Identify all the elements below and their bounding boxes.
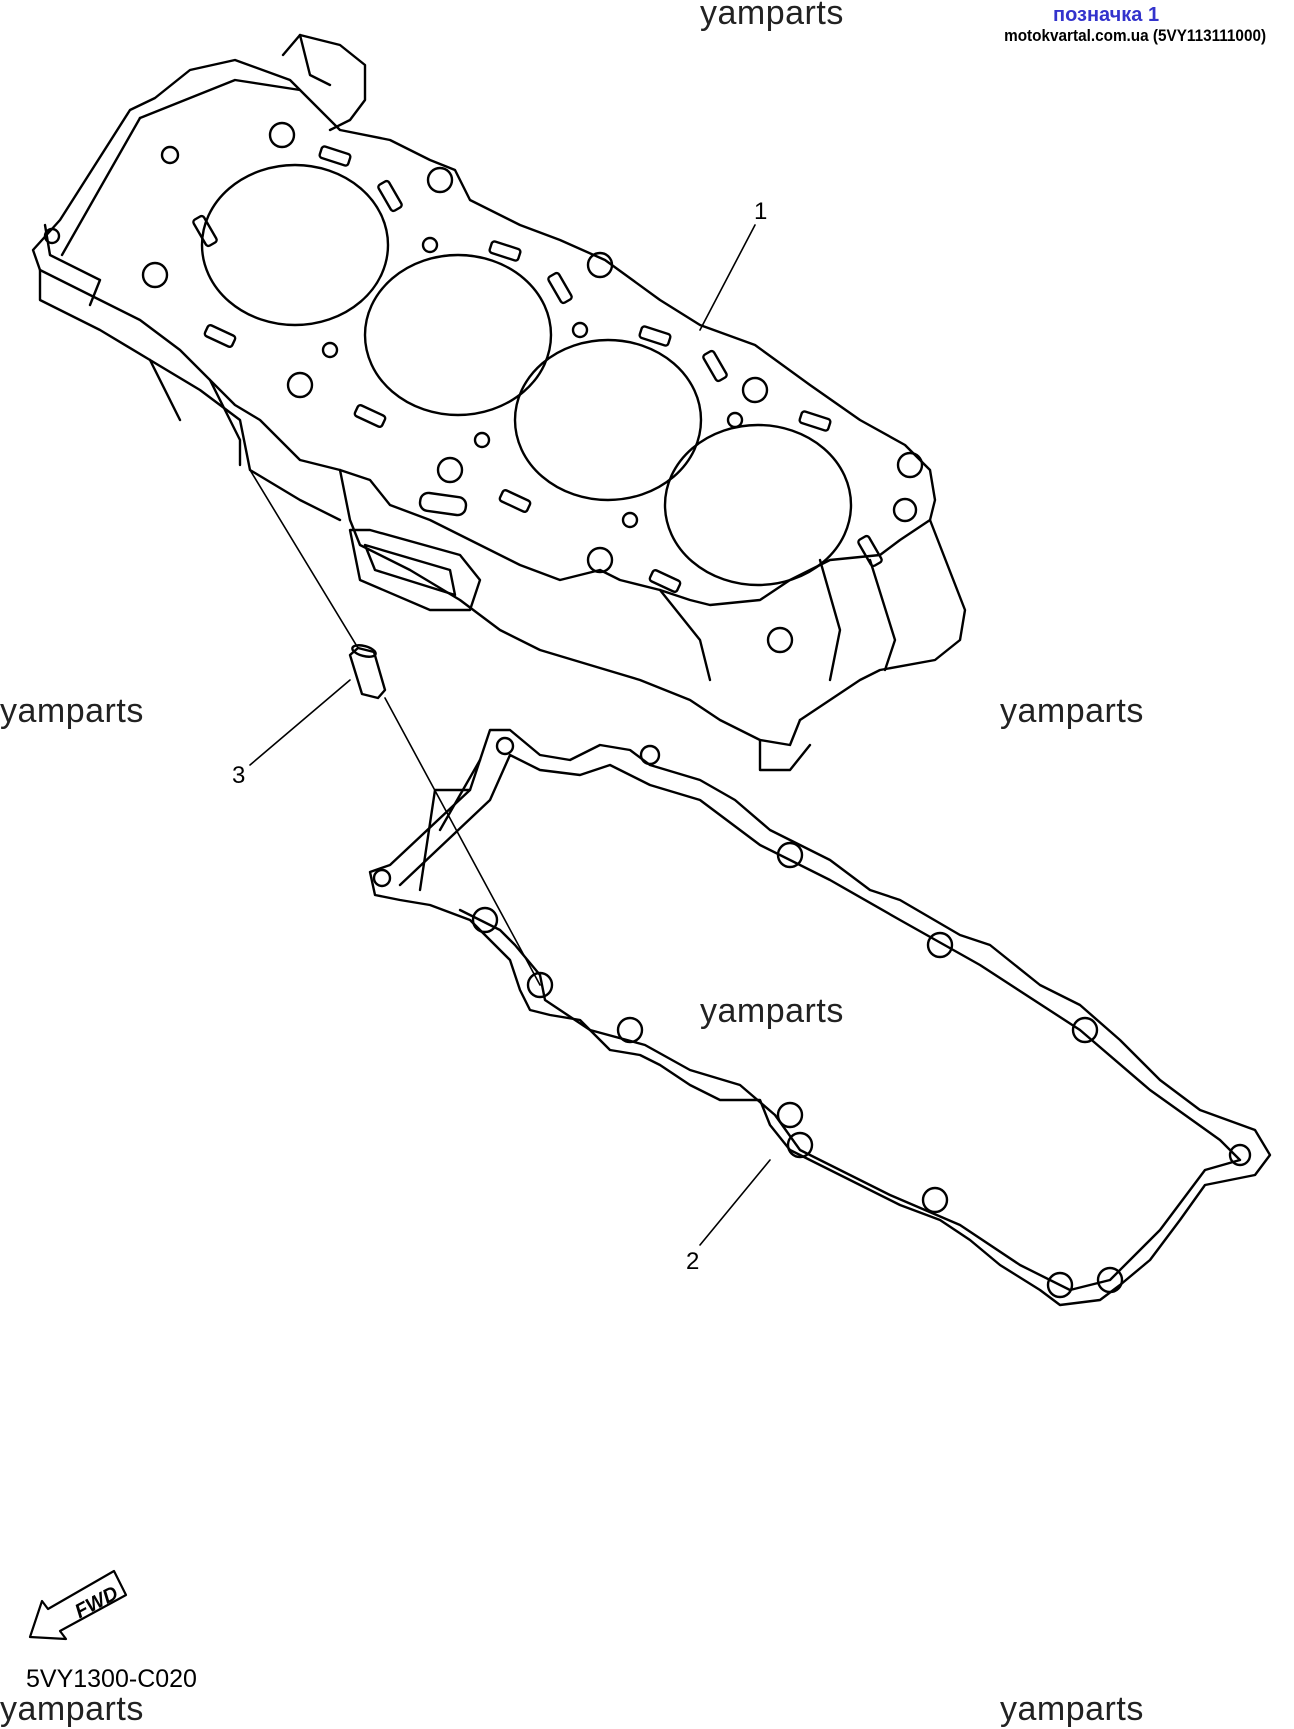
source-reference: motokvartal.com.ua (5VY113111000) (1004, 26, 1266, 45)
diagram-code: 5VY1300-C020 (26, 1665, 197, 1693)
watermark: yamparts (1000, 1690, 1144, 1728)
watermark: yamparts (700, 992, 844, 1030)
alignment-lines (249, 469, 541, 986)
callout-part-2: 2 (686, 1248, 700, 1275)
fwd-label: FWD (71, 1582, 122, 1623)
part-label: позначка 1 (1053, 4, 1160, 26)
callout-part-1: 1 (754, 198, 768, 225)
watermark: yamparts (0, 1690, 144, 1728)
callout-part-3: 3 (232, 762, 246, 789)
cylinder-base-gasket (368, 728, 1272, 1307)
fwd-arrow-icon: FWD (28, 1569, 128, 1641)
watermark: yamparts (700, 0, 844, 32)
cylinder-block (31, 33, 967, 772)
dowel-pin (348, 644, 387, 700)
watermark: yamparts (1000, 692, 1144, 730)
watermark: yamparts (0, 692, 144, 730)
leader-lines (249, 224, 771, 1246)
